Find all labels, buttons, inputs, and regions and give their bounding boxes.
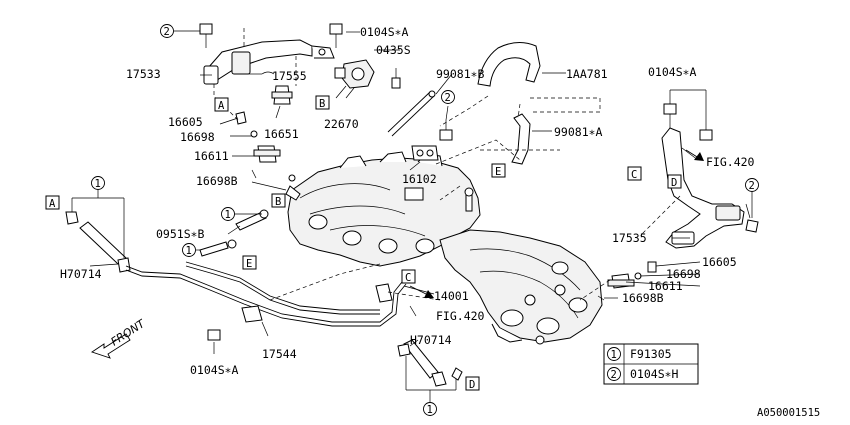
circled-1-mid-a: 1 — [221, 207, 235, 221]
label-1aa781: 1AA781 — [566, 67, 608, 81]
label-17535: 17535 — [612, 231, 647, 245]
legend-part-2: 0104S∗H — [630, 367, 679, 381]
hose-0951sb — [199, 209, 269, 257]
svg-text:D: D — [469, 379, 475, 391]
arrows — [409, 149, 704, 298]
label-0435s: 0435S — [376, 43, 411, 57]
label-0951sb: 0951S∗B — [156, 227, 205, 241]
label-17533: 17533 — [126, 67, 161, 81]
label-16698b-right: 16698B — [622, 291, 664, 305]
callout-A-left: A — [45, 195, 60, 210]
label-fig420-center: FIG.420 — [436, 309, 485, 323]
callout-B-mid: B — [271, 193, 286, 208]
label-0104sa-bottom: 0104S∗A — [190, 363, 239, 377]
injector-left-stack — [235, 111, 301, 201]
svg-text:B: B — [275, 196, 281, 208]
label-16611-left: 16611 — [194, 149, 229, 163]
callout-A-top: A — [214, 97, 229, 112]
label-17544: 17544 — [262, 347, 297, 361]
svg-text:1: 1 — [95, 178, 101, 190]
callout-D-bottom: D — [465, 376, 480, 391]
hoses-top — [387, 42, 541, 165]
svg-text:2: 2 — [749, 180, 755, 192]
callout-C-mid: C — [401, 269, 416, 284]
label-16698-right: 16698 — [666, 267, 701, 281]
legend-part-1: F91305 — [630, 347, 672, 361]
svg-text:D: D — [671, 177, 677, 189]
circled-1-left: 1 — [91, 176, 105, 190]
label-16698b-left: 16698B — [196, 174, 238, 188]
label-16651: 16651 — [264, 127, 299, 141]
circled-1-bottom: 1 — [423, 402, 437, 416]
diagram-id: A050001515 — [757, 407, 820, 419]
legend-num-2: 2 — [611, 369, 617, 381]
svg-text:1: 1 — [225, 209, 231, 221]
circled-2-right: 2 — [745, 178, 759, 218]
svg-text:A: A — [218, 100, 225, 112]
svg-text:2: 2 — [164, 26, 170, 38]
legend-table: 1 F91305 2 0104S∗H — [603, 343, 699, 385]
callout-B-top: B — [315, 95, 330, 110]
svg-text:B: B — [319, 98, 325, 110]
svg-text:2: 2 — [445, 92, 451, 104]
label-99081a: 99081∗A — [554, 125, 603, 139]
svg-text:1: 1 — [186, 245, 192, 257]
callout-E-right: E — [491, 163, 506, 178]
svg-text:1: 1 — [427, 404, 433, 416]
label-h70714-left: H70714 — [60, 267, 102, 281]
circled-1-mid-b: 1 — [182, 243, 196, 257]
label-h70714-bottom: H70714 — [410, 333, 452, 347]
part-labels: 17533 17555 0104S∗A 0435S 22670 99081∗B … — [60, 25, 755, 377]
label-22670: 22670 — [324, 117, 359, 131]
svg-text:A: A — [49, 198, 56, 210]
label-14001: 14001 — [434, 289, 469, 303]
intake-manifold — [287, 145, 603, 345]
svg-text:C: C — [405, 272, 411, 284]
front-arrow: FRONT — [90, 316, 149, 359]
circled-2-topleft: 2 — [160, 24, 200, 38]
front-label: FRONT — [109, 316, 149, 348]
label-16102: 16102 — [402, 172, 437, 186]
label-fig420-right: FIG.420 — [706, 155, 755, 169]
svg-text:E: E — [246, 258, 252, 270]
callout-D-right: D — [667, 174, 682, 189]
label-0104sa-right: 0104S∗A — [648, 65, 697, 79]
fuel-rail-right — [597, 89, 759, 301]
fuel-lines-17544 — [125, 261, 407, 341]
fuel-pipe-top — [199, 23, 401, 105]
svg-text:C: C — [631, 169, 637, 181]
label-17555: 17555 — [272, 69, 307, 83]
label-16605-right: 16605 — [702, 255, 737, 269]
label-16698-left: 16698 — [180, 130, 215, 144]
label-16611-right: 16611 — [648, 279, 683, 293]
label-99081b: 99081∗B — [436, 67, 485, 81]
hose-bottom — [397, 339, 463, 402]
hose-left — [65, 190, 131, 273]
circled-2-hose: 2 — [441, 90, 455, 104]
callout-C-right: C — [627, 166, 642, 181]
svg-text:E: E — [495, 166, 501, 178]
legend-num-1: 1 — [611, 349, 617, 361]
label-0104sa-top: 0104S∗A — [360, 25, 409, 39]
callout-E-left: E — [242, 255, 257, 270]
label-16605-left: 16605 — [168, 115, 203, 129]
leader-lines — [89, 31, 751, 354]
